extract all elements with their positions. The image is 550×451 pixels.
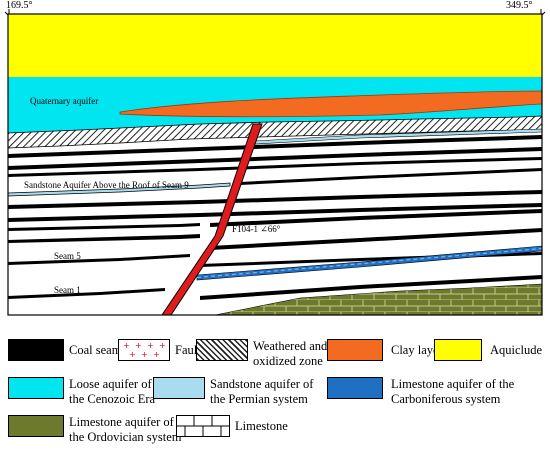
svg-text:+: +	[135, 341, 142, 350]
clay-layer	[119, 90, 542, 118]
fault-line	[161, 123, 263, 315]
legend-label-aquiclude: Aquiclude	[490, 343, 543, 357]
svg-text:+: +	[147, 341, 154, 350]
svg-text:+: +	[153, 350, 160, 359]
azimuth-right-label: 349.5°	[506, 0, 533, 11]
geological-section: 169.5° 349.5°	[4, 0, 546, 316]
sandstone-aquifer-label: Sandstone Aquifer Above the Roof of Seam…	[24, 180, 189, 190]
legend-item-sandstone-aquifer: Sandstone aquifer of the Permian system	[153, 377, 313, 407]
weathered-swatch	[196, 339, 248, 361]
legend-label-carboniferous: Limestone aquifer of the Carboniferous s…	[391, 377, 515, 406]
limestone-brick-icon	[177, 416, 229, 436]
legend-label-ordovician: Limestone aquifer of the Ordovician syst…	[69, 415, 182, 444]
weathered-oxidized-zone	[8, 115, 542, 149]
carboniferous-limestone-aquifer	[196, 245, 542, 281]
sandstone-aquifer-layer	[8, 182, 231, 197]
sandstone-aquifer-swatch	[153, 377, 205, 399]
limestone-swatch	[176, 415, 230, 437]
legend-label-coal-seam: Coal seam	[69, 343, 122, 357]
svg-text:+: +	[159, 341, 166, 350]
loose-aquifer-swatch	[8, 377, 64, 399]
coal-seam-swatch	[8, 339, 64, 361]
svg-text:+: +	[141, 350, 148, 359]
legend-item-fault: ++++ +++ Fault	[118, 339, 201, 361]
fault-swatch: ++++ +++	[118, 339, 170, 361]
cross-section-svg: Quaternary aquifer Sandstone Aquifer Abo…	[4, 9, 546, 316]
quaternary-aquifer-label: Quaternary aquifer	[30, 96, 98, 106]
legend-label-weathered: Weathered and oxidized zone	[253, 339, 328, 368]
legend-item-loose-aquifer: Loose aquifer of the Cenozoic Era	[8, 377, 155, 407]
legend-label-fault: Fault	[175, 343, 201, 357]
legend-item-limestone: Limestone	[176, 415, 288, 437]
svg-text:+: +	[129, 350, 136, 359]
legend-item-carboniferous: Limestone aquifer of the Carboniferous s…	[327, 377, 514, 407]
svg-text:+: +	[123, 341, 130, 350]
ordovician-limestone-layer	[214, 283, 542, 315]
legend-label-sandstone-aquifer: Sandstone aquifer of the Permian system	[210, 377, 314, 406]
legend-item-ordovician: Limestone aquifer of the Ordovician syst…	[8, 415, 181, 445]
legend-item-aquiclude: Aquiclude	[434, 339, 542, 361]
fault-label: F104-1 ∠66°	[232, 224, 281, 234]
fault-cross-icon: ++++ +++	[123, 341, 166, 359]
seam5-label: Seam 5	[54, 251, 81, 261]
aquiclude-swatch	[434, 339, 482, 361]
azimuth-left-label: 169.5°	[6, 0, 33, 11]
legend-item-clay: Clay layer	[327, 339, 443, 361]
legend-item-coal-seam: Coal seam	[8, 339, 121, 361]
carboniferous-swatch	[327, 377, 383, 399]
seam1-label: Seam 1	[54, 285, 81, 295]
legend-label-loose-aquifer: Loose aquifer of the Cenozoic Era	[69, 377, 156, 406]
section-frame	[7, 13, 543, 316]
legend-item-weathered: Weathered and oxidized zone	[196, 339, 327, 369]
aquiclude-layer	[8, 14, 542, 78]
clay-swatch	[327, 339, 383, 361]
legend-label-limestone: Limestone	[235, 419, 288, 433]
ordovician-swatch	[8, 415, 64, 437]
